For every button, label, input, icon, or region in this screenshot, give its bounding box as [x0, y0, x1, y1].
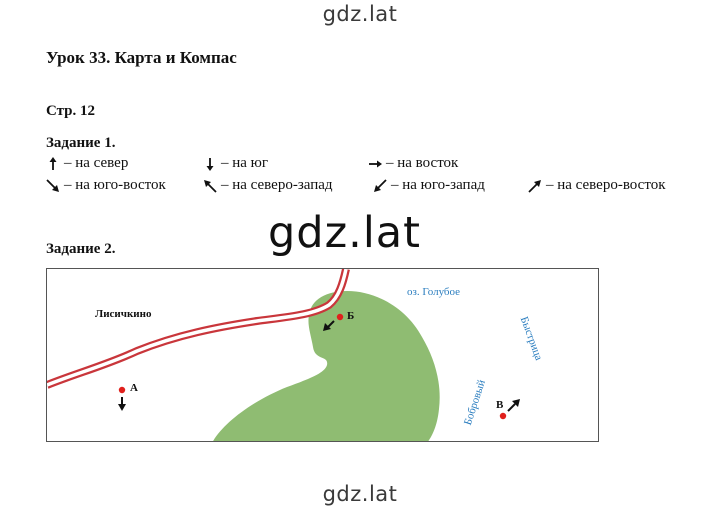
direction-southeast: – на юго-восток	[46, 177, 166, 194]
point-a-arrow-icon	[118, 397, 126, 411]
point-b-marker	[336, 313, 344, 321]
arrow-north-icon	[49, 156, 57, 170]
direction-east: – на восток	[368, 155, 458, 172]
arrow-northwest-icon	[204, 179, 217, 193]
direction-south-label: – на юг	[221, 155, 269, 171]
point-v-marker	[499, 412, 507, 420]
direction-northwest: – на северо-запад	[203, 177, 333, 194]
point-v-arrow-icon	[507, 399, 520, 412]
point-a-label: А	[130, 382, 138, 394]
arrow-east-icon	[369, 160, 382, 167]
task-2-title: Задание 2.	[46, 241, 116, 257]
village-label: Лисичкино	[95, 308, 152, 320]
task-1-title: Задание 1.	[46, 135, 116, 151]
direction-south: – на юг	[203, 155, 268, 172]
map-road-inner	[47, 269, 348, 387]
arrow-southeast-icon	[46, 178, 59, 192]
lake-label: оз. Голубое	[407, 286, 461, 298]
arrow-south-icon	[206, 157, 214, 171]
watermark-top: gdz.lat	[322, 2, 398, 26]
direction-northwest-label: – на северо-запад	[221, 177, 333, 193]
direction-northeast-label: – на северо-восток	[546, 177, 666, 193]
map-land-area	[213, 291, 440, 441]
watermark-bottom: gdz.lat	[322, 482, 398, 506]
page-reference: Стр. 12	[46, 103, 96, 119]
lesson-title: Урок 33. Карта и Компас	[46, 48, 237, 67]
point-a-marker	[118, 386, 126, 394]
direction-east-label: – на восток	[386, 155, 459, 171]
watermark-middle: gdz.lat	[268, 208, 421, 258]
point-b-arrow-icon	[323, 320, 335, 331]
map-drawing	[47, 269, 520, 441]
direction-north: – на север	[46, 155, 128, 172]
direction-southwest: – на юго-запад	[373, 177, 485, 194]
direction-southwest-label: – на юго-запад	[391, 177, 485, 193]
direction-north-label: – на север	[64, 155, 129, 171]
map: Лисичкино оз. Голубое Быстрица Бобровый …	[46, 268, 599, 442]
direction-northeast: – на северо-восток	[528, 177, 666, 194]
arrow-southwest-icon	[374, 178, 387, 192]
point-b-label: Б	[347, 310, 355, 322]
arrow-northeast-icon	[528, 179, 541, 193]
direction-southeast-label: – на юго-восток	[64, 177, 166, 193]
point-v-label: В	[496, 399, 504, 411]
